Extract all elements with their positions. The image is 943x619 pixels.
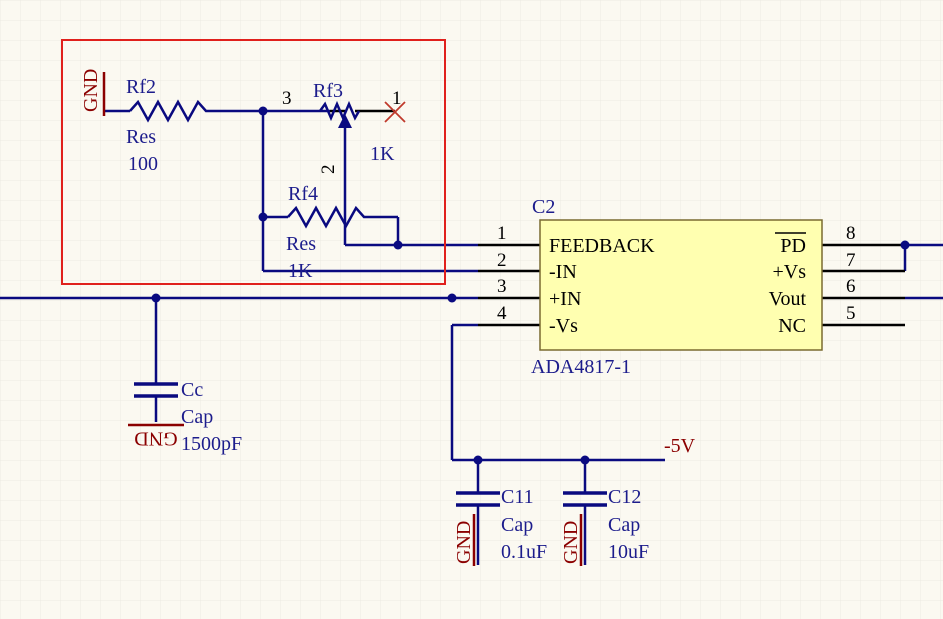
ic-pin-name-vs-minus: -Vs xyxy=(549,315,578,337)
potentiometer-rf3-value: 1K xyxy=(370,143,395,165)
capacitor-cc-designator: Cc xyxy=(181,379,203,401)
resistor-rf4-type: Res xyxy=(286,233,316,255)
resistor-rf2-value: 100 xyxy=(128,153,158,175)
ic-ada4817[interactable]: C2 ADA4817-1 1 2 3 4 FEEDBACK -IN +IN -V… xyxy=(497,196,856,378)
potentiometer-pin-b: 1 xyxy=(392,88,402,109)
resistor-rf2-designator: Rf2 xyxy=(126,76,156,98)
ic-pin-name-in-plus: +IN xyxy=(549,288,581,310)
capacitor-c11-designator: C11 xyxy=(501,486,534,508)
junction-dot xyxy=(393,240,403,250)
ic-pin-name-feedback: FEEDBACK xyxy=(549,235,655,257)
ic-pin-name-vs-plus: +Vs xyxy=(772,261,806,283)
potentiometer-rf3[interactable]: Rf3 1K 3 1 2 xyxy=(282,80,402,174)
ic-designator: C2 xyxy=(532,196,555,218)
potentiometer-wiper-arrow xyxy=(338,114,352,128)
selection-highlight-box xyxy=(61,39,446,285)
ic-pin-number-1: 1 xyxy=(497,223,507,244)
potentiometer-rf3-symbol xyxy=(318,100,361,122)
wires xyxy=(0,109,943,565)
capacitor-c12-value: 10uF xyxy=(608,541,649,563)
junction-dot xyxy=(473,455,483,465)
resistor-rf4[interactable]: Rf4 Res 1K xyxy=(286,183,370,282)
junction-dot xyxy=(258,212,268,222)
junction-dot xyxy=(900,240,910,250)
potentiometer-pin-wiper: 2 xyxy=(318,165,339,175)
no-connect-icon xyxy=(384,101,406,123)
gnd-label-c11: GND xyxy=(453,521,475,564)
capacitor-c11[interactable]: C11 Cap 0.1uF xyxy=(456,486,547,563)
capacitor-cc-type: Cap xyxy=(181,406,213,428)
ic-pin-name-nc: NC xyxy=(778,315,806,337)
pin-stubs xyxy=(330,109,905,327)
ic-part-number: ADA4817-1 xyxy=(531,356,631,378)
ic-pin-name-in-minus: -IN xyxy=(549,261,577,283)
ic-pin-number-8: 8 xyxy=(846,223,856,244)
net-label-neg5v: -5V xyxy=(664,435,696,457)
junction-dot xyxy=(447,293,457,303)
junction-dot xyxy=(580,455,590,465)
ic-pin-number-6: 6 xyxy=(846,276,856,297)
ic-body xyxy=(539,219,823,351)
capacitor-c12[interactable]: C12 Cap 10uF xyxy=(563,486,649,563)
ic-pin-number-7: 7 xyxy=(846,250,856,271)
potentiometer-rf3-designator: Rf3 xyxy=(313,80,343,102)
potentiometer-pin-a: 3 xyxy=(282,88,292,109)
capacitor-c12-designator: C12 xyxy=(608,486,641,508)
gnd-label-cc: GND xyxy=(134,427,177,449)
resistor-rf2-type: Res xyxy=(126,126,156,148)
ic-pin-number-5: 5 xyxy=(846,303,856,324)
junction-dot xyxy=(258,106,268,116)
capacitor-cc[interactable]: Cc Cap 1500pF xyxy=(134,379,242,455)
ic-pin-number-2: 2 xyxy=(497,250,507,271)
gnd-label-c12: GND xyxy=(560,521,582,564)
resistor-rf4-symbol xyxy=(287,205,370,229)
capacitor-c11-value: 0.1uF xyxy=(501,541,547,563)
resistor-rf4-value: 1K xyxy=(288,260,313,282)
ic-pin-number-3: 3 xyxy=(497,276,507,297)
capacitor-c11-type: Cap xyxy=(501,514,533,536)
resistor-rf2-symbol xyxy=(129,99,210,123)
junctions xyxy=(151,106,910,465)
capacitor-cc-value: 1500pF xyxy=(181,433,242,455)
capacitor-c12-type: Cap xyxy=(608,514,640,536)
junction-dot xyxy=(151,293,161,303)
ic-pin-name-pd: PD xyxy=(780,235,806,257)
ic-pin-name-vout: Vout xyxy=(769,288,807,310)
resistor-rf2[interactable]: Rf2 Res 100 xyxy=(126,76,210,175)
gnd-label-rf2: GND xyxy=(80,69,102,112)
ic-pin-number-4: 4 xyxy=(497,303,507,324)
resistor-rf4-designator: Rf4 xyxy=(288,183,318,205)
